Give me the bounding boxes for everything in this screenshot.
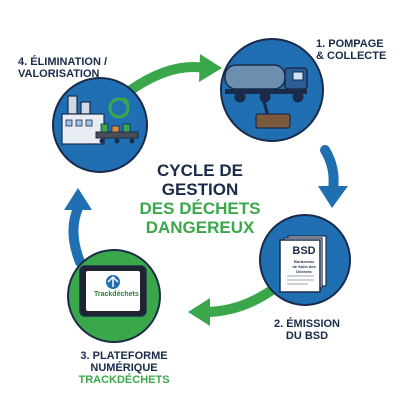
tablet-illustration bbox=[67, 249, 161, 343]
bsd-subtitle: Bordereau de Suivi des Déchets bbox=[284, 259, 324, 274]
bsd-subtitle-line3: Déchets bbox=[296, 269, 312, 274]
arrow-plateforme-to-elimination bbox=[64, 188, 92, 267]
step-3-label: 3. PLATEFORME NUMÉRIQUE TRACKDÉCHETS bbox=[74, 350, 174, 386]
bsd-title: BSD bbox=[292, 245, 316, 257]
step-3-line3: TRACKDÉCHETS bbox=[78, 374, 170, 386]
factory-illustration bbox=[52, 77, 148, 173]
step-2-label: 2. ÉMISSION DU BSD bbox=[270, 318, 344, 342]
title-line2: GESTION bbox=[161, 180, 239, 199]
arrow-bsd-to-plateforme bbox=[188, 285, 277, 326]
arrow-elimination-to-collecte bbox=[123, 54, 222, 97]
arrow-collecte-to-bsd bbox=[318, 145, 348, 208]
bsd-document-illustration bbox=[259, 214, 351, 306]
title-line3: DES DÉCHETS bbox=[139, 199, 261, 218]
step-2-line1: 2. ÉMISSION bbox=[273, 318, 341, 330]
bsd-subtitle-line2: de Suivi des bbox=[292, 264, 316, 269]
step-3-line1: 3. PLATEFORME bbox=[80, 350, 168, 362]
title-line1: CYCLE DE bbox=[157, 161, 243, 180]
tanker-truck-illustration bbox=[220, 38, 324, 142]
step-4-line1: 4. ÉLIMINATION / bbox=[18, 56, 108, 68]
step-1-line1: 1. POMPAGE bbox=[316, 38, 384, 50]
step-3-line2: NUMÉRIQUE bbox=[90, 362, 158, 374]
trackdechets-logo-text: Trackdéchets bbox=[94, 291, 139, 298]
step-1-line2: & COLLECTE bbox=[316, 50, 387, 62]
step-1-label: 1. POMPAGE & COLLECTE bbox=[316, 38, 390, 62]
step-4-line2: VALORISATION bbox=[18, 68, 100, 80]
step-4-label: 4. ÉLIMINATION / VALORISATION bbox=[18, 56, 128, 80]
title-line4: DANGEREUX bbox=[145, 218, 255, 237]
page-title: CYCLE DE GESTION DES DÉCHETS DANGEREUX bbox=[108, 161, 292, 237]
bsd-subtitle-line1: Bordereau bbox=[293, 259, 314, 264]
step-2-line2: DU BSD bbox=[285, 330, 329, 342]
